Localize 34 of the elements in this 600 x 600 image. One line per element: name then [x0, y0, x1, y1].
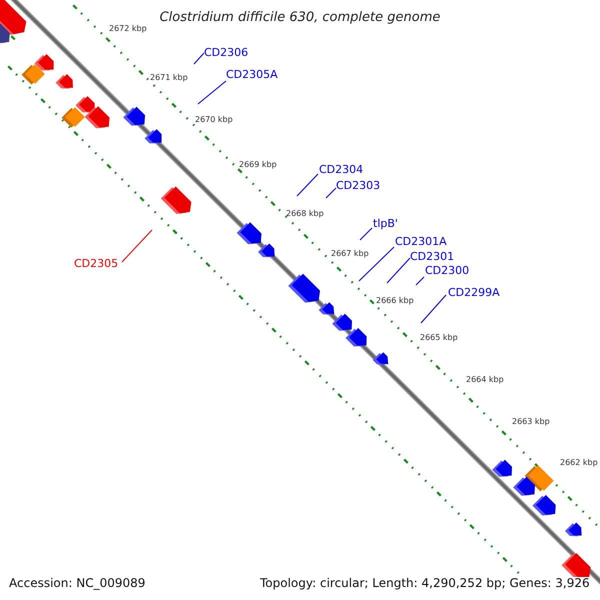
- gene-label: CD2303: [336, 180, 380, 191]
- gene-label: tlpB': [373, 218, 398, 229]
- leader-line: [420, 294, 446, 324]
- scale-label: 2666 kbp: [376, 297, 414, 305]
- leader-line: [194, 52, 204, 64]
- scale-label: 2671 kbp: [150, 74, 188, 82]
- gene-label: CD2300: [425, 265, 470, 276]
- scale-label: 2665 kbp: [420, 334, 458, 342]
- scale-label: 2668 kbp: [286, 210, 324, 218]
- leader-line: [198, 80, 226, 104]
- footer-text: Topology: circular; Length: 4,290,252 bp; Genes: 3,926: [260, 577, 590, 589]
- scale-label: 2662 kbp: [560, 459, 598, 467]
- gene-label: CD2301A: [395, 236, 447, 247]
- leader-line: [386, 258, 410, 284]
- leader-line: [122, 230, 152, 262]
- footer-text: Accession: NC_009089: [9, 577, 146, 589]
- gene-label: CD2305: [74, 258, 118, 269]
- scale-label: 2672 kbp: [109, 25, 147, 33]
- scale-label: 2667 kbp: [331, 250, 369, 258]
- scale-label: 2670 kbp: [195, 116, 233, 124]
- leader-line: [360, 228, 372, 240]
- diagram-title: Clostridium difficile 630, complete genome: [158, 11, 442, 24]
- leader-line: [326, 188, 336, 198]
- gene-label: CD2304: [319, 164, 364, 175]
- leader-line: [296, 174, 318, 196]
- gene-label: CD2305A: [226, 69, 278, 80]
- scale-label: 2669 kbp: [239, 161, 277, 169]
- leader-line: [416, 276, 424, 286]
- scale-label: 2663 kbp: [512, 418, 550, 426]
- leader-line: [358, 246, 394, 282]
- gene-label: CD2299A: [448, 287, 500, 298]
- scale-label: 2664 kbp: [466, 376, 504, 384]
- gene-label: CD2306: [204, 47, 248, 58]
- gene-label: CD2301: [410, 251, 454, 262]
